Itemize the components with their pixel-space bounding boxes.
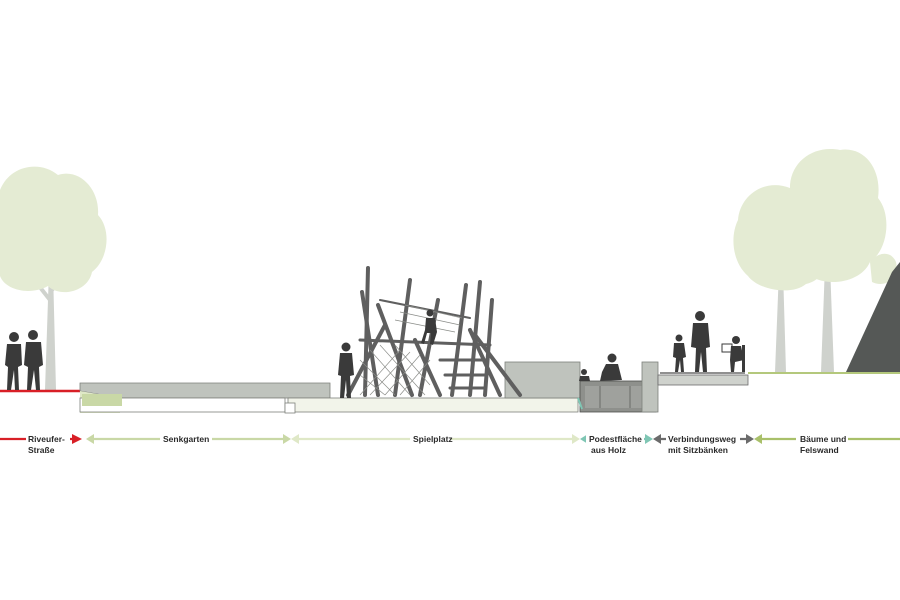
label-verbindung-line2: mit Sitzbänken: [668, 445, 728, 455]
label-senkgarten: Senkgarten: [163, 434, 209, 444]
label-riveufer-line1: Riveufer-: [28, 434, 65, 444]
child-climbing: [421, 309, 437, 345]
ground-section: [0, 361, 900, 414]
tree-left: [0, 166, 107, 390]
person-on-bench: [721, 336, 745, 372]
people-adult-child-walking: [673, 311, 710, 372]
zone-labels: Riveufer- Straße Senkgarten Spielplatz P…: [26, 432, 848, 455]
people-couple-walking: [5, 330, 43, 390]
person-sitting-podest: [600, 353, 622, 381]
label-podest-line2: aus Holz: [591, 445, 626, 455]
tree-right-front: [786, 149, 897, 372]
label-baeume-line2: Felswand: [800, 445, 839, 455]
label-baeume-line1: Bäume und: [800, 434, 846, 444]
label-podest-line1: Podestfläche: [589, 434, 642, 444]
rock-face: [846, 262, 900, 372]
child-sitting-podest: [579, 369, 590, 381]
climbing-net: [359, 304, 463, 396]
label-spielplatz: Spielplatz: [413, 434, 453, 444]
label-verbindung-line1: Verbindungsweg: [668, 434, 736, 444]
climbing-structure: [346, 266, 522, 397]
person-standing-playground: [338, 342, 354, 398]
label-riveufer-line2: Straße: [28, 445, 55, 455]
